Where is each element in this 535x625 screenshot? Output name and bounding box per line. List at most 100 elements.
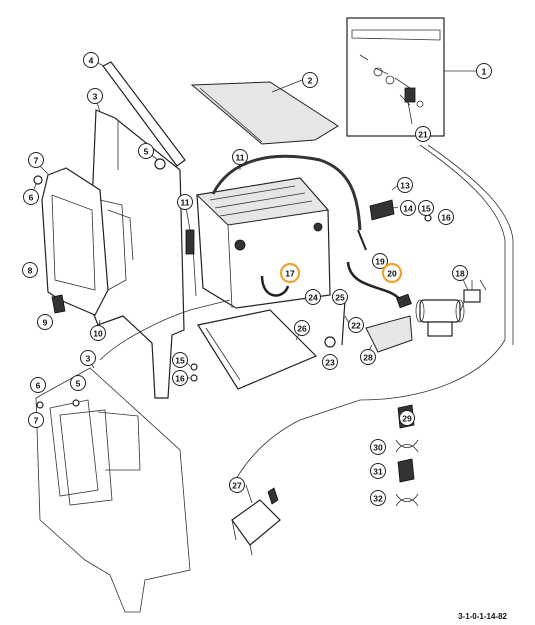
callout-2: 2 xyxy=(302,72,318,88)
callout-circle xyxy=(294,320,310,336)
callout-7: 7 xyxy=(28,152,44,168)
trim-strip-part xyxy=(102,61,186,167)
callout-circle xyxy=(372,253,388,269)
callout-circle xyxy=(177,194,193,210)
callout-circle xyxy=(37,314,53,330)
callout-23: 23 xyxy=(322,354,338,370)
callout-circle xyxy=(418,200,434,216)
washer-15 xyxy=(190,363,198,371)
callout-label: 5 xyxy=(144,147,149,157)
callout-label: 19 xyxy=(375,257,385,267)
callout-label: 10 xyxy=(93,329,103,339)
callout-circle xyxy=(279,262,301,284)
hold-down-clamp xyxy=(365,315,413,353)
callout-label: 28 xyxy=(363,353,373,363)
callout-circle xyxy=(438,209,454,225)
bracket-14 xyxy=(369,199,395,221)
callout-8: 8 xyxy=(22,262,38,278)
callout-label: 17 xyxy=(285,269,295,279)
callout-20-highlighted: 20 xyxy=(381,262,403,284)
callout-label: 26 xyxy=(297,324,307,334)
callout-26: 26 xyxy=(294,320,310,336)
callout-circle xyxy=(415,126,431,142)
callout-label: 11 xyxy=(236,153,245,163)
callout-circle xyxy=(28,412,44,428)
callout-15: 15 xyxy=(172,352,188,368)
rod-22 xyxy=(341,299,346,346)
battery-cover-part xyxy=(190,81,339,145)
callout-circle xyxy=(30,377,46,393)
callout-5: 5 xyxy=(138,143,154,159)
callout-5: 5 xyxy=(70,375,86,391)
callout-label: 6 xyxy=(29,193,34,203)
callout-4: 4 xyxy=(83,52,99,68)
callout-label: 2 xyxy=(308,76,313,86)
callout-label: 4 xyxy=(89,56,94,66)
callout-11: 11 xyxy=(177,194,193,210)
callout-28: 28 xyxy=(360,349,376,365)
callout-label: 21 xyxy=(418,130,428,140)
callout-9: 9 xyxy=(37,314,53,330)
callout-label: 18 xyxy=(455,269,465,279)
callout-32: 32 xyxy=(370,490,386,506)
solenoid-part xyxy=(415,299,465,337)
cable-17 xyxy=(260,275,290,297)
callout-25: 25 xyxy=(332,289,348,305)
callout-24: 24 xyxy=(305,289,321,305)
callout-circle xyxy=(476,63,492,79)
fastener-5-lower xyxy=(72,399,80,407)
callout-circle xyxy=(229,477,245,493)
battery-box-cover xyxy=(41,167,109,316)
callout-circle xyxy=(87,88,103,104)
callout-18: 18 xyxy=(452,265,468,281)
callout-17-highlighted: 17 xyxy=(279,262,301,284)
callout-3: 3 xyxy=(87,88,103,104)
callout-1: 1 xyxy=(476,63,492,79)
callout-label: 7 xyxy=(34,156,39,166)
side-panel-lower xyxy=(35,367,191,613)
callout-label: 24 xyxy=(308,293,318,303)
callout-21: 21 xyxy=(415,126,431,142)
callout-14: 14 xyxy=(400,200,416,216)
callout-circle xyxy=(397,177,413,193)
callout-10: 10 xyxy=(90,325,106,341)
callout-label: 16 xyxy=(441,213,451,223)
callout-circle xyxy=(370,490,386,506)
callout-label: 9 xyxy=(43,318,48,328)
bracket-11-clip xyxy=(185,229,195,255)
callout-label: 11 xyxy=(181,198,190,208)
callout-label: 16 xyxy=(175,374,185,384)
callout-circle xyxy=(70,375,86,391)
callout-label: 31 xyxy=(373,467,383,477)
callout-label: 15 xyxy=(175,356,185,366)
callout-15: 15 xyxy=(418,200,434,216)
callout-circle xyxy=(370,463,386,479)
side-panel-upper xyxy=(87,109,185,399)
callout-circle xyxy=(90,325,106,341)
callout-16: 16 xyxy=(172,370,188,386)
callout-11: 11 xyxy=(232,149,248,165)
callout-6: 6 xyxy=(23,189,39,205)
callout-29: 29 xyxy=(399,410,415,426)
grommet-23 xyxy=(324,336,336,348)
drawing-reference-number: 3-1-0-1-14-82 xyxy=(458,612,507,621)
callout-3: 3 xyxy=(80,350,96,366)
callout-circle xyxy=(305,289,321,305)
callout-label: 14 xyxy=(403,204,413,214)
callout-label: 8 xyxy=(28,266,33,276)
callout-label: 6 xyxy=(36,381,41,391)
fastener-6-lower xyxy=(36,401,44,409)
callout-label: 5 xyxy=(76,379,81,389)
callout-label: 13 xyxy=(400,181,410,191)
inset-detail-box xyxy=(346,17,445,137)
callout-circle xyxy=(172,352,188,368)
callout-label: 15 xyxy=(421,204,431,214)
callout-circle xyxy=(322,354,338,370)
callout-6: 6 xyxy=(30,377,46,393)
callout-circle xyxy=(360,349,376,365)
callout-label: 27 xyxy=(232,481,242,491)
callout-label: 23 xyxy=(325,358,335,368)
washer-16 xyxy=(190,374,198,382)
